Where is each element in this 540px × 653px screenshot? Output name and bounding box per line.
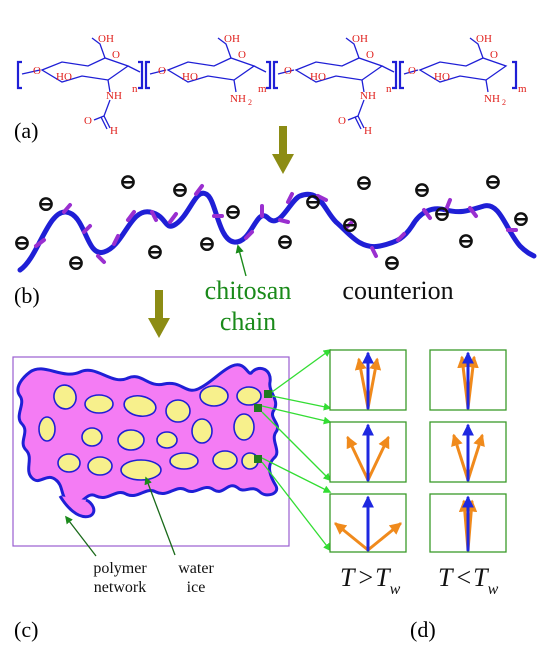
chitosan-label-line2: chain (220, 307, 276, 336)
temp-left-sub: w (390, 581, 401, 598)
nh2-subscript: 2 (502, 98, 506, 107)
temp-right-op: < (456, 563, 471, 592)
index-m-label: m (518, 83, 527, 95)
chitosan-label-line1: chitosan (205, 276, 292, 305)
temp-left-T2: T (375, 563, 391, 592)
counterion-symbol: ⊖ (146, 239, 164, 264)
counterion-symbol: ⊖ (304, 189, 322, 214)
transition-arrow-a-b (272, 126, 294, 174)
ring-oxygen-label: O (238, 49, 246, 61)
bridge-oxygen-label: O (158, 65, 166, 77)
water-label-line2: ice (187, 579, 206, 596)
counterion-symbol: ⊖ (37, 191, 55, 216)
ring-oxygen-label: O (112, 49, 120, 61)
temp-right-T: T (438, 563, 454, 592)
counterion-symbol: ⊖ (355, 170, 373, 195)
counterion-symbol: ⊖ (413, 177, 431, 202)
panel-label-d: (d) (410, 617, 436, 642)
oh-label: OH (476, 33, 492, 45)
sample-points (254, 390, 272, 463)
nh-label: NH (106, 90, 122, 102)
svg-text:T<Tw: T<Tw (438, 563, 499, 598)
vector-boxes (329, 349, 507, 553)
index-m-label: m (258, 83, 267, 95)
counterion-symbol: ⊖ (224, 199, 242, 224)
panel-label-b: (b) (14, 283, 40, 308)
temp-label-left: T>Tw (340, 563, 401, 598)
ho-label: HO (56, 71, 72, 83)
counterion-symbol: ⊖ (171, 177, 189, 202)
nh2-label: NH (230, 93, 246, 105)
counterion-symbol: ⊖ (383, 250, 401, 275)
counterions: ⊖ ⊖ ⊖ ⊖ ⊖ ⊖ ⊖ ⊖ ⊖ ⊖ ⊖ ⊖ ⊖ ⊖ ⊖ ⊖ ⊖ ⊖ (13, 169, 530, 275)
counterion-symbol: ⊖ (433, 201, 451, 226)
polymer-pointer-arrow (65, 515, 97, 557)
counterion-symbol: ⊖ (13, 230, 31, 255)
ice-domains (38, 384, 262, 481)
nh-label: NH (360, 90, 376, 102)
index-n-label: n (132, 83, 138, 95)
bridge-oxygen-label: O (284, 65, 292, 77)
temp-right-sub: w (488, 581, 499, 598)
side-chain-ticks (34, 184, 518, 264)
polymer-label-line1: polymer (93, 560, 147, 577)
ho-label: HO (310, 71, 326, 83)
oh-label: OH (98, 33, 114, 45)
panel-label-a: (a) (14, 118, 38, 143)
ho-label: HO (182, 71, 198, 83)
h-label: H (110, 125, 118, 137)
nh2-label: NH (484, 93, 500, 105)
svg-text:T>Tw: T>Tw (340, 563, 401, 598)
chemical-structure: OH O O HO NH O H n OH O O HO NH 2 m OH O… (16, 33, 527, 137)
counterion-symbol: ⊖ (457, 228, 475, 253)
polymer-label-line2: network (94, 579, 146, 596)
zoom-connectors (261, 349, 332, 552)
temp-label-right: T<Tw (438, 563, 499, 598)
ring-oxygen-label: O (366, 49, 374, 61)
ho-label: HO (434, 71, 450, 83)
o-carbonyl-label: O (338, 115, 346, 127)
index-n-label: n (386, 83, 392, 95)
orientation-vectors (334, 351, 485, 552)
bridge-oxygen-label: O (408, 65, 416, 77)
chitosan-pointer-arrow (235, 244, 247, 277)
water-label-line1: water (178, 560, 214, 577)
panel-label-c: (c) (14, 617, 38, 642)
panel-c-frame (12, 356, 290, 547)
oh-label: OH (352, 33, 368, 45)
nh2-subscript: 2 (248, 98, 252, 107)
temp-left-T: T (340, 563, 356, 592)
counterion-symbol: ⊖ (198, 231, 216, 256)
counterion-symbol: ⊖ (276, 229, 294, 254)
temp-left-op: > (358, 563, 373, 592)
counterion-symbol: ⊖ (484, 169, 502, 194)
o-carbonyl-label: O (84, 115, 92, 127)
water-pointer-arrow (144, 476, 176, 556)
ring-oxygen-label: O (490, 49, 498, 61)
h-label: H (364, 125, 372, 137)
transition-arrow-b-c (148, 290, 170, 338)
counterion-symbol: ⊖ (119, 169, 137, 194)
counterion-label: counterion (342, 276, 453, 305)
counterion-symbol: ⊖ (67, 250, 85, 275)
counterion-symbol: ⊖ (341, 212, 359, 237)
temp-right-T2: T (473, 563, 489, 592)
bridge-oxygen-label: O (33, 65, 41, 77)
chitosan-chain (17, 190, 537, 273)
oh-label: OH (224, 33, 240, 45)
counterion-symbol: ⊖ (512, 206, 530, 231)
